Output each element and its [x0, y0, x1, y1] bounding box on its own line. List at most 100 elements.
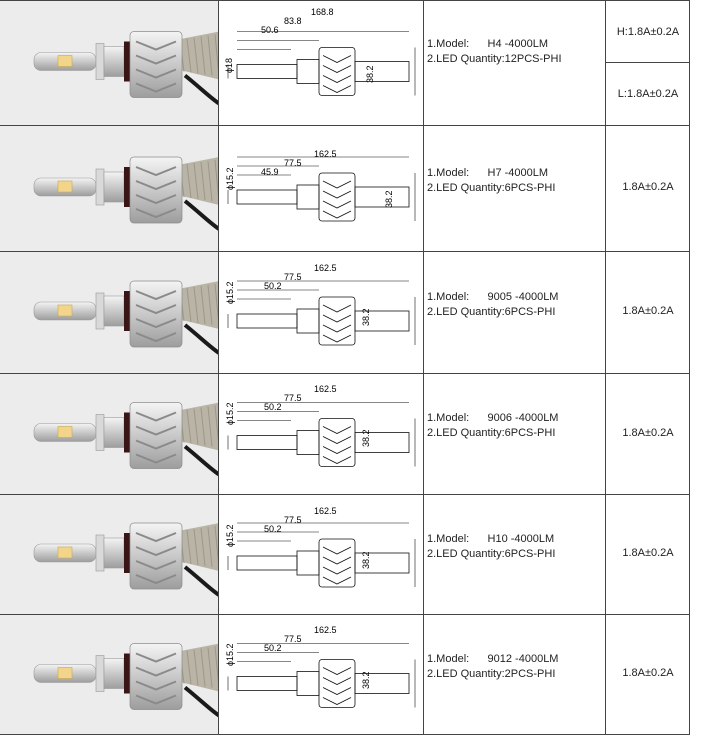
led-quantity-line: 2.LED Quantity:6PCS-PHI	[427, 427, 556, 439]
dim-diameter-label: ϕ15.2	[225, 167, 235, 190]
heatsink-fin	[135, 694, 177, 705]
dim-length-label: 168.8	[311, 7, 334, 17]
spec-text-cell: 1.Model: 9005 -4000LM 2.LED Quantity:6PC…	[424, 252, 606, 373]
current-value: 1.8A±0.2A	[622, 667, 674, 679]
outline-heatsink	[318, 172, 356, 222]
heatsink-fin	[135, 68, 177, 79]
base-collar	[95, 292, 105, 330]
outline-fin	[322, 546, 352, 555]
current-cell: 1.8A±0.2A	[606, 252, 690, 373]
spec-row-9005: 162.5 77.5 50.2 ϕ15.2 38.2 1.Model: 9005…	[0, 251, 690, 373]
power-cable	[183, 685, 218, 718]
bulb-photo	[0, 495, 219, 614]
dim-height-label: 38.2	[361, 671, 371, 689]
dimension-drawing: 162.5 77.5 50.2 ϕ15.2 38.2	[219, 374, 424, 494]
heatsink-fin	[135, 546, 177, 557]
outline-fin	[322, 687, 352, 695]
dim-length-label: 162.5	[314, 263, 337, 273]
dim-diameter-label: ϕ15.2	[225, 402, 235, 425]
power-cable	[183, 199, 218, 231]
spec-row-h7: 162.5 77.5 45.9 ϕ15.2 38.2 1.Model: H7 -…	[0, 125, 690, 251]
outline-led-tube	[236, 189, 298, 205]
strap-weave	[214, 159, 218, 197]
outline-strap	[354, 552, 410, 574]
base-neck	[103, 417, 125, 448]
strap-weave	[207, 35, 213, 76]
current-low-cell: L:1.8A±0.2A	[606, 63, 690, 125]
strap-weave	[200, 285, 206, 325]
current-value: 1.8A±0.2A	[622, 547, 674, 559]
rubber-seal	[124, 291, 130, 331]
dim-mid-label: 83.8	[284, 16, 302, 26]
outline-strap	[354, 673, 410, 694]
spec-row-9012: 162.5 77.5 50.2 ϕ15.2 38.2 1.Model: 9012…	[0, 614, 690, 735]
outline-heatsink	[318, 47, 356, 96]
outline-fin	[322, 436, 352, 444]
rubber-seal	[124, 533, 130, 573]
current-low-value: L:1.8A±0.2A	[617, 88, 679, 100]
base-neck	[103, 171, 125, 203]
spec-text-cell: 1.Model: H4 -4000LM 2.LED Quantity:12PCS…	[424, 1, 606, 125]
led-chip	[57, 180, 73, 193]
current-high-value: H:1.8A±0.2A	[616, 25, 680, 38]
strap-weave	[214, 34, 218, 72]
led-quantity-line: 2.LED Quantity:6PCS-PHI	[427, 548, 556, 560]
strap-weave	[186, 409, 192, 444]
dim-short-label: 45.9	[261, 167, 279, 177]
strap-weave	[214, 646, 218, 684]
spec-text-cell: 1.Model: H10 -4000LM 2.LED Quantity:6PCS…	[424, 495, 606, 614]
led-quantity-line: 2.LED Quantity:6PCS-PHI	[427, 306, 556, 318]
dim-length-label: 162.5	[314, 506, 337, 516]
braided-strap	[178, 402, 218, 451]
heatsink-fin	[135, 680, 177, 691]
dim-length-label: 162.5	[314, 149, 337, 159]
model-line: 1.Model: 9006 -4000LM	[427, 412, 559, 424]
outline-fin	[322, 576, 352, 585]
outline-fin	[322, 190, 352, 199]
dim-diameter-label: ϕ15.2	[225, 643, 235, 666]
outline-fin	[322, 200, 352, 209]
rubber-seal	[124, 167, 130, 207]
outline-fin	[322, 566, 352, 575]
outline-fin	[322, 324, 352, 333]
spec-text-cell: 1.Model: H7 -4000LM 2.LED Quantity:6PCS-…	[424, 126, 606, 251]
outline-fin	[322, 85, 352, 93]
outline-fin	[322, 304, 352, 313]
base-neck	[103, 658, 125, 689]
model-line: 1.Model: 9005 -4000LM	[427, 291, 559, 303]
base-collar	[95, 655, 105, 692]
outline-fin	[322, 334, 352, 343]
rubber-seal	[124, 653, 130, 694]
outline-led-tube	[236, 555, 298, 571]
outline-led-tube	[236, 676, 298, 691]
strap-weave	[214, 525, 218, 563]
outline-fin	[322, 446, 352, 454]
dim-height-label: 38.2	[361, 429, 371, 447]
current-cell: 1.8A±0.2A	[606, 495, 690, 614]
outline-heatsink	[318, 418, 356, 467]
bulb-photo	[0, 1, 219, 125]
dim-length-label: 162.5	[314, 625, 337, 635]
dim-short-label: 50.2	[264, 643, 282, 653]
outline-fin	[322, 180, 352, 189]
strap-weave	[200, 161, 206, 201]
dimension-drawing: 168.8 83.8 50.6 ϕ18 38.2	[219, 1, 424, 125]
outline-heatsink	[318, 659, 356, 708]
dimension-drawing: 162.5 77.5 50.2 ϕ15.2 38.2	[219, 495, 424, 614]
base-neck	[103, 295, 125, 327]
strap-weave	[200, 407, 206, 446]
braided-strap	[178, 523, 218, 571]
current-cell: 1.8A±0.2A	[606, 126, 690, 251]
outline-strap	[354, 310, 410, 332]
strap-weave	[186, 38, 192, 73]
outline-base	[296, 671, 320, 696]
outline-fin	[322, 556, 352, 565]
heatsink-fin	[135, 194, 177, 205]
outline-base	[296, 550, 320, 576]
dim-height-label: 38.2	[365, 65, 375, 83]
dim-height-label: 38.2	[361, 551, 371, 569]
power-cable	[183, 73, 218, 106]
heatsink-fin	[135, 574, 177, 585]
led-chip	[57, 304, 73, 317]
dim-diameter-label: ϕ18	[224, 58, 234, 73]
